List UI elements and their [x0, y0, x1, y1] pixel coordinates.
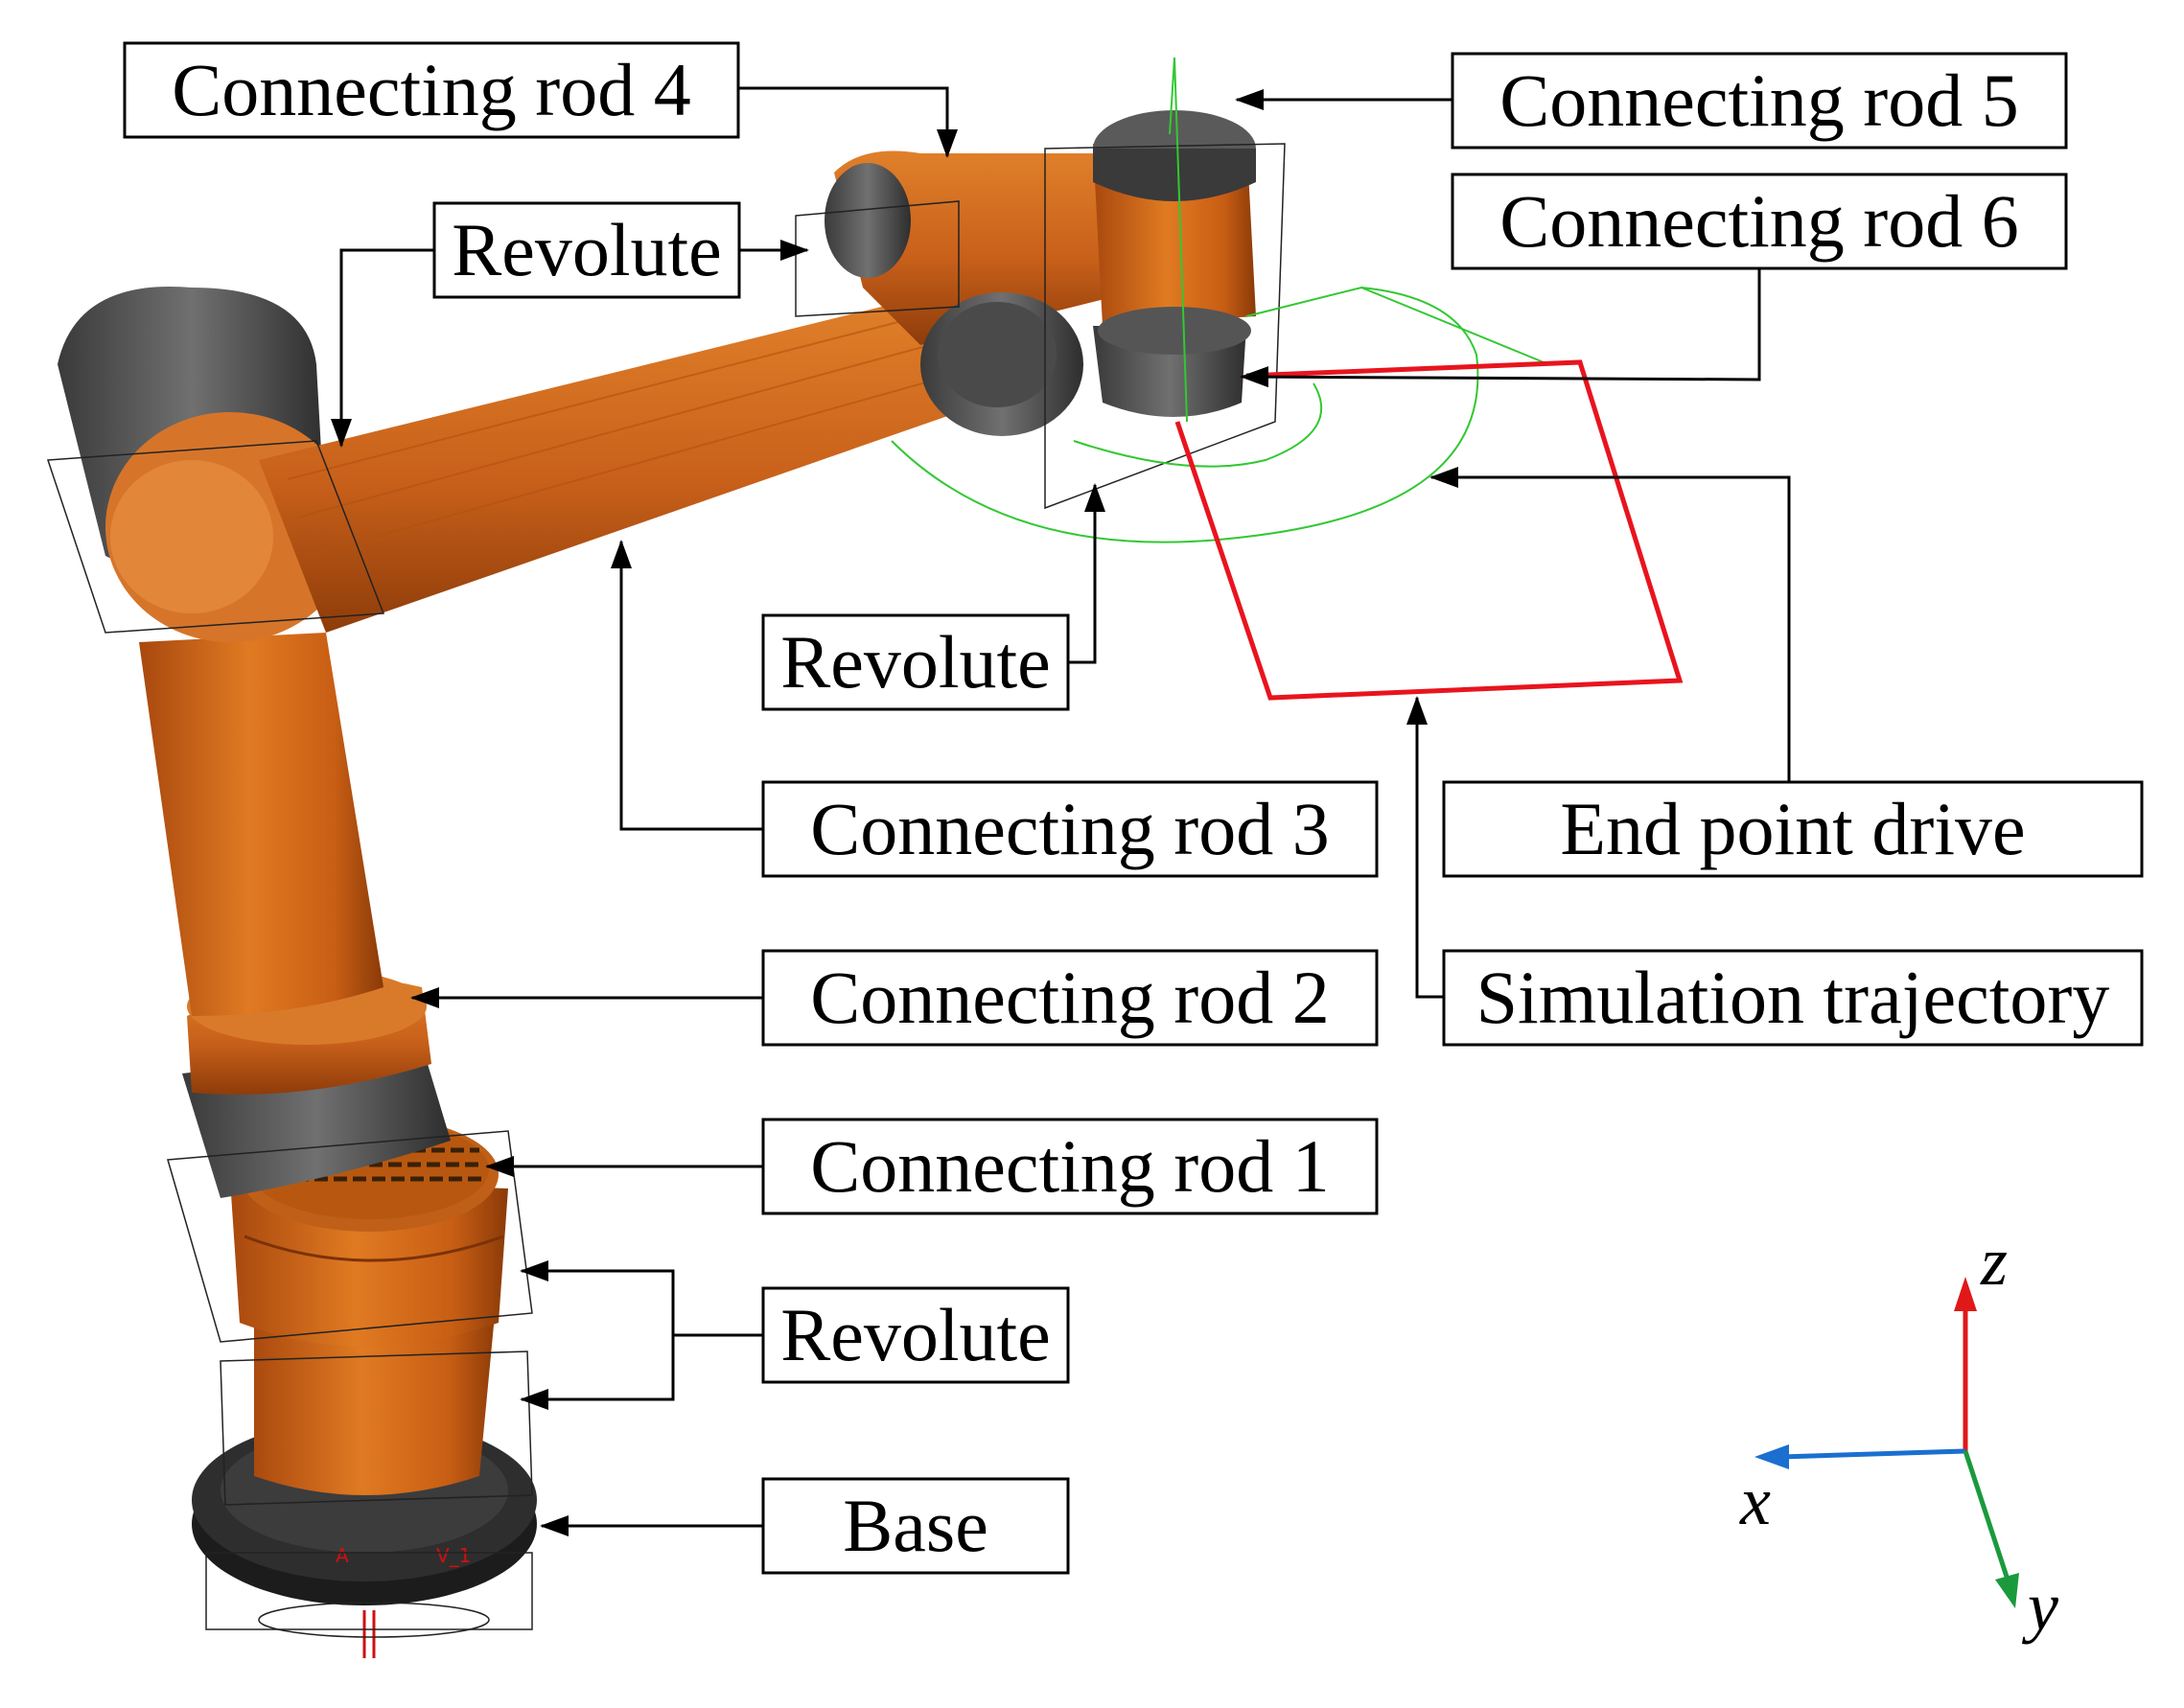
svg-text:Connecting rod 2: Connecting rod 2	[810, 956, 1330, 1039]
robot-rod-3-upper	[259, 297, 959, 633]
label-connecting-rod-4: Connecting rod 4	[123, 41, 740, 139]
axis-y-arrowhead	[1995, 1573, 2019, 1608]
svg-text:Connecting rod 6: Connecting rod 6	[1499, 179, 2019, 263]
leader-lines	[331, 86, 1791, 1536]
joint-planes	[46, 143, 1286, 1630]
axis-z-label: z	[1980, 1223, 2008, 1300]
label-simulation-trajectory: Simulation trajectory	[1442, 949, 2144, 1047]
coordinate-axes: z x y	[1739, 1223, 2058, 1645]
robot-rod-1	[230, 1117, 508, 1495]
svg-text:Connecting rod 4: Connecting rod 4	[172, 48, 691, 131]
label-connecting-rod-3: Connecting rod 3	[761, 780, 1379, 878]
robot-rod-4	[825, 150, 1150, 436]
label-connecting-rod-1: Connecting rod 1	[761, 1118, 1379, 1215]
robot-rod-3-lower	[139, 633, 383, 1016]
robot-rod-6	[1093, 307, 1251, 417]
svg-text:Connecting rod 5: Connecting rod 5	[1499, 58, 2019, 142]
svg-text:Connecting rod 1: Connecting rod 1	[810, 1124, 1330, 1208]
axis-x-line	[1780, 1448, 1966, 1460]
workspace-arcs	[891, 57, 1545, 543]
svg-text:Base: Base	[843, 1484, 988, 1567]
svg-text:A: A	[336, 1544, 349, 1567]
svg-text:V_1: V_1	[436, 1544, 471, 1567]
axis-y-line	[1963, 1450, 2010, 1581]
robot-rod-5	[1093, 110, 1256, 326]
label-connecting-rod-6: Connecting rod 6	[1451, 173, 2068, 270]
svg-text:Revolute: Revolute	[780, 620, 1051, 704]
label-base: Base	[761, 1477, 1070, 1575]
label-revolute-upper: Revolute	[432, 201, 741, 299]
label-revolute-wrist: Revolute	[761, 613, 1070, 711]
svg-text:Connecting rod 3: Connecting rod 3	[810, 787, 1330, 870]
robot-arm: A V_1	[46, 57, 1545, 1658]
label-connecting-rod-5: Connecting rod 5	[1451, 52, 2068, 150]
axis-y-label: y	[2021, 1568, 2058, 1645]
label-revolute-base: Revolute	[761, 1286, 1070, 1384]
svg-text:Revolute: Revolute	[780, 1293, 1051, 1376]
label-connecting-rod-2: Connecting rod 2	[761, 949, 1379, 1047]
svg-text:Revolute: Revolute	[452, 208, 722, 291]
axis-x-arrowhead	[1754, 1444, 1789, 1469]
axis-x-label: x	[1739, 1463, 1771, 1539]
axis-z-arrowhead	[1954, 1277, 1977, 1311]
label-end-point-drive: End point drive	[1442, 780, 2144, 878]
svg-text:End point drive: End point drive	[1560, 787, 2025, 870]
simulation-trajectory-path	[1174, 359, 1684, 701]
svg-text:Simulation trajectory: Simulation trajectory	[1476, 956, 2110, 1039]
